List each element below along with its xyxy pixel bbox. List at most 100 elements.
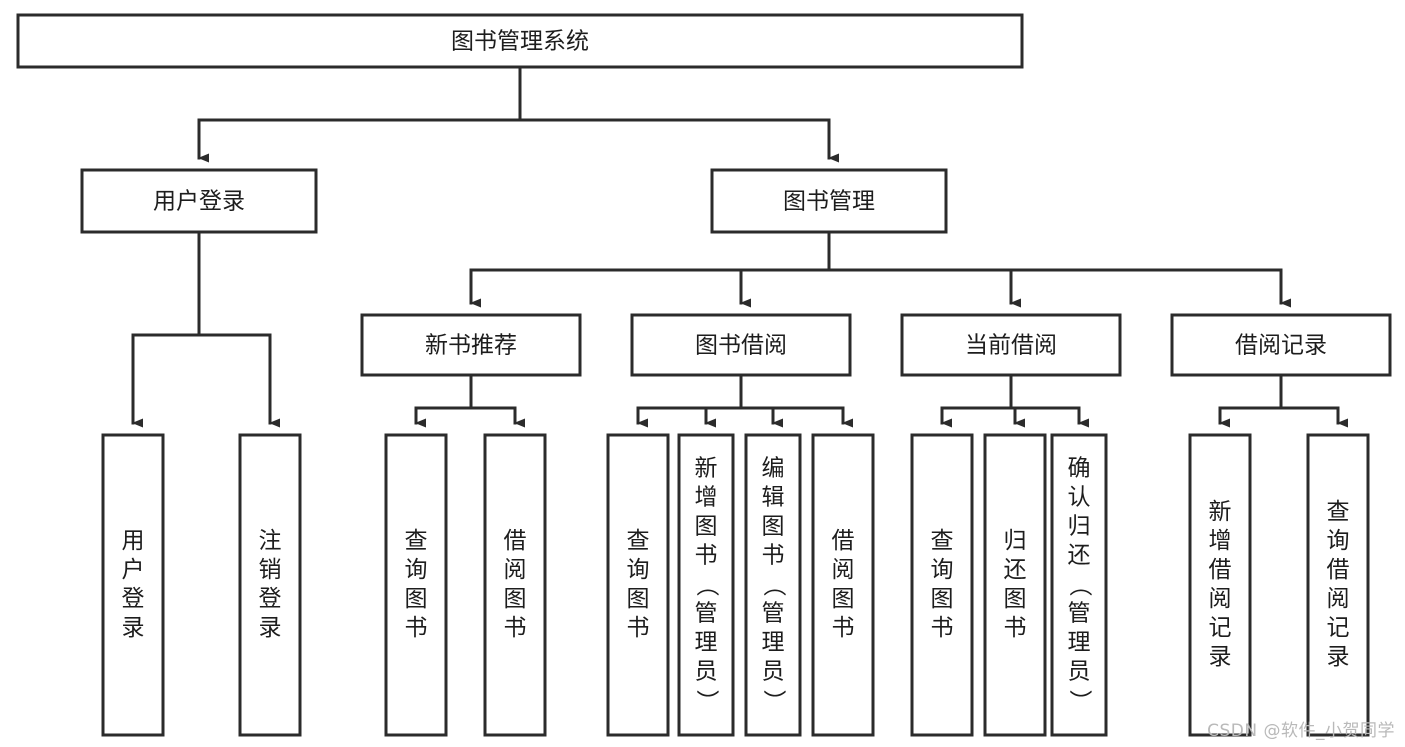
node-leaf-user-login[interactable]: 用户登录 xyxy=(101,433,165,737)
node-bookmgmt[interactable]: 图书管理 xyxy=(710,168,948,234)
label-char: 借 xyxy=(1209,557,1232,583)
label-char: 书 xyxy=(832,615,855,641)
node-box-leaf-edit-book[interactable] xyxy=(744,433,802,737)
connector-group-login xyxy=(131,230,280,428)
connector-group-records xyxy=(1218,373,1348,428)
node-box-newbook[interactable] xyxy=(360,313,582,377)
node-box-current[interactable] xyxy=(900,313,1122,377)
label-char: 管 xyxy=(762,601,785,627)
label-char: 查 xyxy=(405,528,428,554)
label-char: 录 xyxy=(259,615,282,641)
label-char: 员 xyxy=(695,659,718,685)
node-box-leaf-confirm-return[interactable] xyxy=(1050,433,1108,737)
label-char: 记 xyxy=(1209,615,1232,641)
label-char: 新 xyxy=(1209,499,1232,525)
label-char: 询 xyxy=(931,557,954,583)
node-borrow[interactable]: 图书借阅 xyxy=(630,313,852,377)
node-box-leaf-query-book-1[interactable] xyxy=(384,433,448,737)
node-box-leaf-query-record[interactable] xyxy=(1306,433,1370,737)
node-box-leaf-borrow-book-2[interactable] xyxy=(811,433,875,737)
label-char: 录 xyxy=(1327,644,1350,670)
node-current[interactable]: 当前借阅 xyxy=(900,313,1122,377)
label-char: 查 xyxy=(627,528,650,554)
node-box-leaf-user-logout[interactable] xyxy=(238,433,302,737)
label-char: 阅 xyxy=(504,557,527,583)
label-char: 书 xyxy=(504,615,527,641)
node-box-borrow[interactable] xyxy=(630,313,852,377)
node-box-records[interactable] xyxy=(1170,313,1392,377)
label-char: 借 xyxy=(504,528,527,554)
node-box-leaf-query-book-2[interactable] xyxy=(606,433,670,737)
label-char: 归 xyxy=(1068,514,1091,540)
label-char: 员 xyxy=(762,659,785,685)
label-char: 管 xyxy=(1068,601,1091,627)
node-label-current: 当前借阅 xyxy=(965,333,1057,359)
label-char: 图 xyxy=(931,586,954,612)
label-char: 增 xyxy=(1209,528,1232,554)
label-char: 销 xyxy=(259,557,282,583)
label-char: 书 xyxy=(405,615,428,641)
node-layer: 图书管理系统用户登录图书管理新书推荐图书借阅当前借阅借阅记录用户登录注销登录查询… xyxy=(16,13,1392,737)
node-box-leaf-add-record[interactable] xyxy=(1188,433,1252,737)
node-records[interactable]: 借阅记录 xyxy=(1170,313,1392,377)
label-char: 询 xyxy=(1327,528,1350,554)
edge-layer xyxy=(131,65,1348,428)
label-char: 借 xyxy=(832,528,855,554)
label-char: 新 xyxy=(695,456,718,482)
label-char: 书 xyxy=(931,615,954,641)
node-box-login[interactable] xyxy=(80,168,318,234)
label-char: （ xyxy=(1067,574,1093,597)
label-char: 编 xyxy=(762,456,785,482)
node-box-leaf-add-book[interactable] xyxy=(677,433,735,737)
label-char: 图 xyxy=(762,514,785,540)
label-char: 图 xyxy=(627,586,650,612)
label-char: （ xyxy=(761,574,787,597)
label-char: 录 xyxy=(122,615,145,641)
label-char: 借 xyxy=(1327,557,1350,583)
node-label-records: 借阅记录 xyxy=(1235,333,1327,359)
node-box-leaf-query-book-3[interactable] xyxy=(910,433,974,737)
label-char: 录 xyxy=(1209,644,1232,670)
node-box-root[interactable] xyxy=(16,13,1024,69)
label-char: 理 xyxy=(1068,630,1091,656)
node-box-leaf-borrow-book-1[interactable] xyxy=(483,433,547,737)
label-char: 图 xyxy=(832,586,855,612)
label-char: 理 xyxy=(762,630,785,656)
label-char: 管 xyxy=(695,601,718,627)
label-char: 图 xyxy=(1004,586,1027,612)
label-char: 登 xyxy=(259,586,282,612)
node-box-leaf-user-login[interactable] xyxy=(101,433,165,737)
label-char: 书 xyxy=(627,615,650,641)
label-char: ） xyxy=(1067,690,1093,713)
node-newbook[interactable]: 新书推荐 xyxy=(360,313,582,377)
node-box-leaf-return-book[interactable] xyxy=(983,433,1047,737)
label-char: 书 xyxy=(1004,615,1027,641)
label-char: 还 xyxy=(1068,543,1091,569)
node-box-bookmgmt[interactable] xyxy=(710,168,948,234)
node-root[interactable]: 图书管理系统 xyxy=(16,13,1024,69)
node-login[interactable]: 用户登录 xyxy=(80,168,318,234)
label-char: 图 xyxy=(504,586,527,612)
label-char: 书 xyxy=(695,543,718,569)
label-char: 询 xyxy=(627,557,650,583)
node-label-borrow: 图书借阅 xyxy=(695,333,787,359)
node-label-root: 图书管理系统 xyxy=(451,29,589,55)
